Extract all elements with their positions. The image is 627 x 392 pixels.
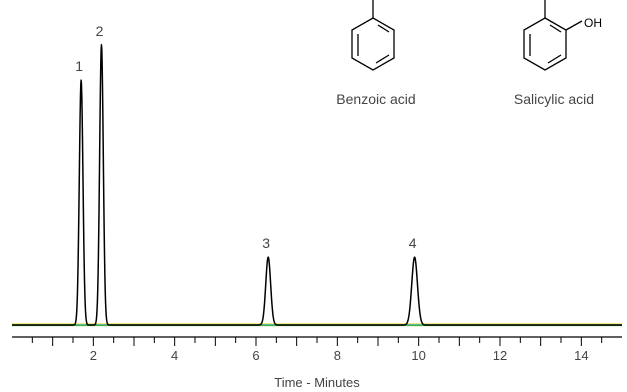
x-tick-label-6: 6 — [252, 348, 259, 363]
salicylic-acid-inner-bonds — [529, 24, 562, 64]
x-axis-ticks: 2 4 6 8 10 12 14 — [31, 337, 603, 363]
peak-label-1: 1 — [75, 58, 83, 74]
x-tick-label-12: 12 — [493, 348, 507, 363]
x-axis-title: Time - Minutes — [274, 375, 360, 390]
salicylic-acid-oh-bond — [565, 20, 583, 31]
x-tick-label-2: 2 — [90, 348, 97, 363]
salicylic-acid-label: Salicylic acid — [514, 91, 594, 107]
benzoic-acid-structure: Benzoic acid — [336, 0, 416, 107]
benzoic-acid-inner-bonds — [357, 24, 390, 64]
benzoic-acid-ring — [351, 17, 395, 71]
peak-label-2: 2 — [96, 23, 104, 39]
peak-label-3: 3 — [262, 235, 270, 251]
peak-label-4: 4 — [409, 235, 417, 251]
x-tick-label-14: 14 — [574, 348, 588, 363]
x-tick-label-10: 10 — [411, 348, 425, 363]
salicylic-acid-structure: OH Salicylic acid — [514, 0, 602, 107]
salicylic-acid-oh-label: OH — [584, 16, 602, 30]
x-tick-label-8: 8 — [334, 348, 341, 363]
x-tick-label-4: 4 — [171, 348, 178, 363]
benzoic-acid-label: Benzoic acid — [336, 91, 415, 107]
peak-labels: 1 2 3 4 — [75, 23, 416, 251]
chromatogram-trace — [11, 44, 623, 326]
